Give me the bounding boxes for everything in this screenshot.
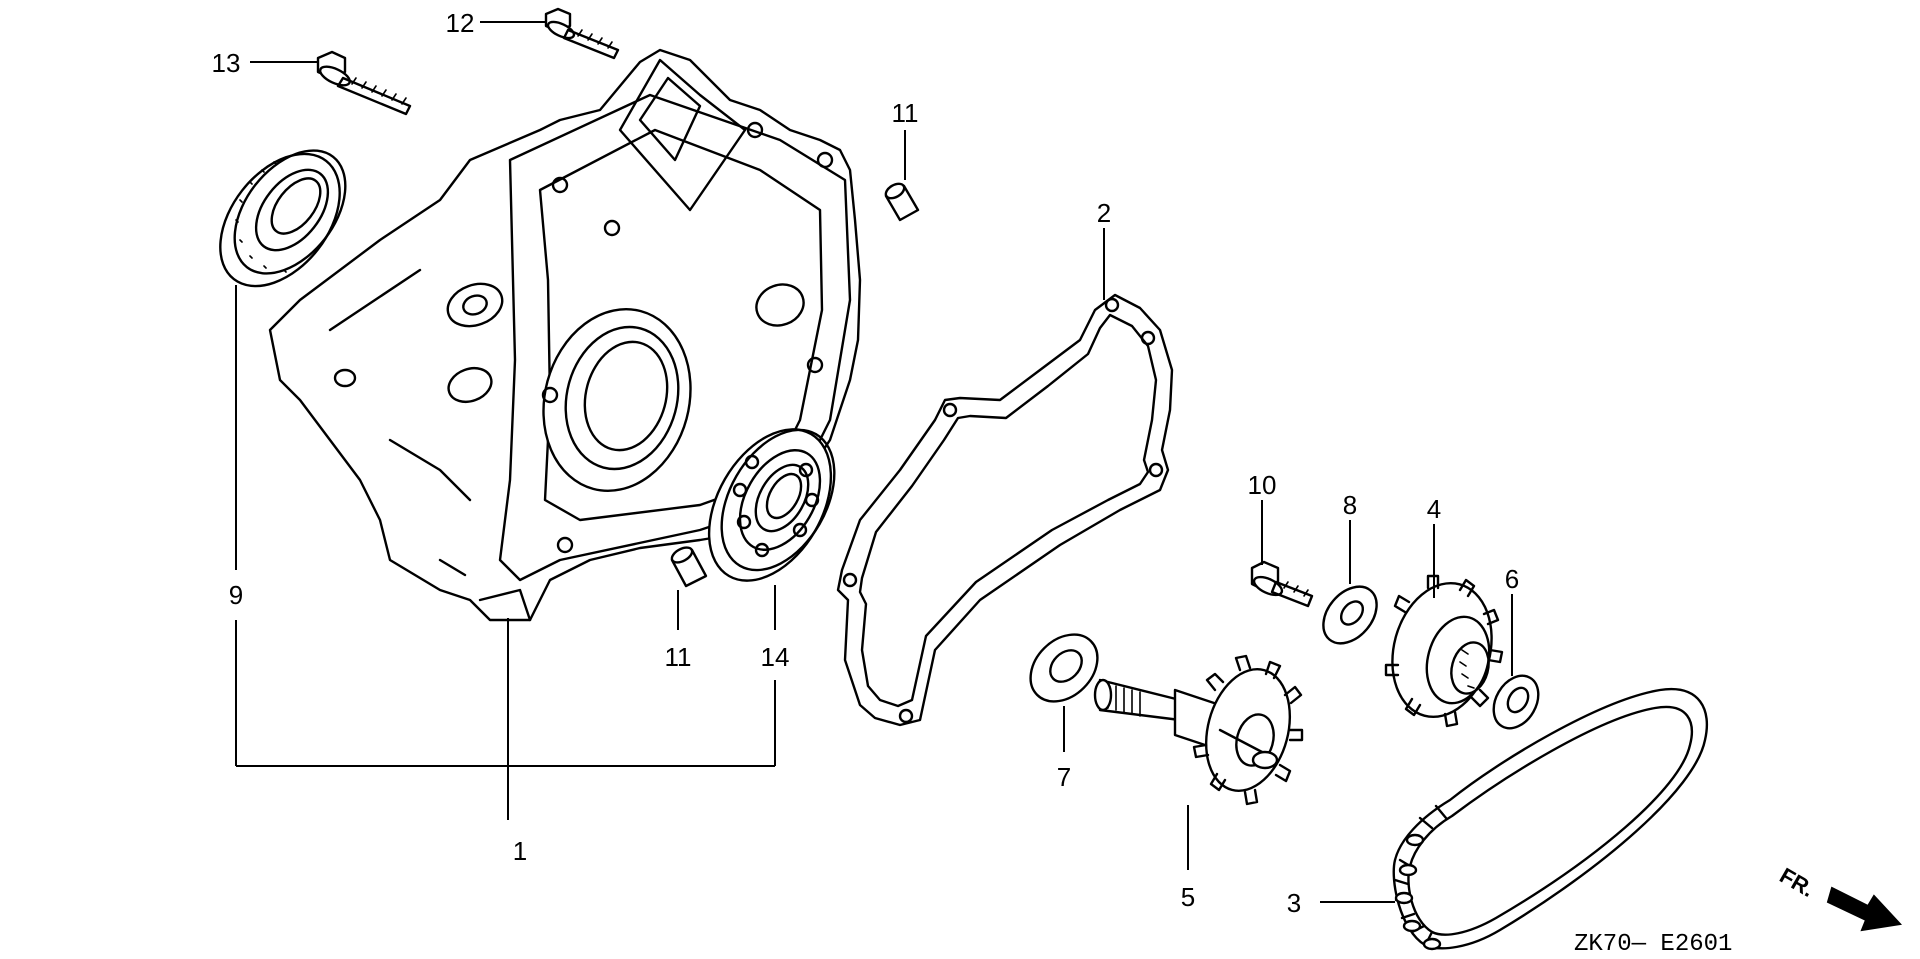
callout-labels: 1 2 3 4 5 6 7 8 9 10 11 11 12 13 14 xyxy=(212,8,1520,918)
callout-5: 5 xyxy=(1181,882,1195,912)
part-14-ball-bearing xyxy=(707,428,836,582)
part-13-flange-bolt xyxy=(316,50,412,116)
callout-1: 1 xyxy=(513,836,527,866)
callout-10: 10 xyxy=(1248,470,1277,500)
callout-12: 12 xyxy=(446,8,475,38)
leader-lines xyxy=(235,21,1513,903)
callout-8: 8 xyxy=(1343,490,1357,520)
callout-9: 9 xyxy=(229,580,243,610)
callout-7: 7 xyxy=(1057,762,1071,792)
part-9-oil-seal xyxy=(219,149,347,288)
callout-4: 4 xyxy=(1427,494,1441,524)
front-direction-indicator: FR. xyxy=(1776,863,1903,932)
part-8-washer xyxy=(1322,585,1378,645)
front-label: FR. xyxy=(1776,863,1819,902)
callout-11-lower: 11 xyxy=(665,642,692,672)
front-arrow-icon xyxy=(1826,886,1903,932)
part-11-dowel-pin-lower xyxy=(670,546,708,588)
part-12-flange-bolt xyxy=(544,7,620,60)
part-11-dowel-pin-upper xyxy=(884,182,920,222)
callout-6: 6 xyxy=(1505,564,1519,594)
part-10-flange-bolt xyxy=(1250,560,1314,608)
callout-2: 2 xyxy=(1097,198,1111,228)
part-5-countershaft-sprocket xyxy=(1093,654,1304,806)
callout-13: 13 xyxy=(212,48,241,78)
part-7-washer xyxy=(1029,633,1099,703)
part-3-roller-chain xyxy=(1392,687,1709,951)
part-2-gasket xyxy=(836,293,1174,727)
part-4-drive-sprocket xyxy=(1384,574,1504,728)
callout-14: 14 xyxy=(761,642,790,672)
callout-3: 3 xyxy=(1287,888,1301,918)
callout-11-upper: 11 xyxy=(892,98,919,128)
figure-code: ZK70— E2601 xyxy=(1574,931,1732,958)
part-6-washer xyxy=(1492,674,1540,730)
